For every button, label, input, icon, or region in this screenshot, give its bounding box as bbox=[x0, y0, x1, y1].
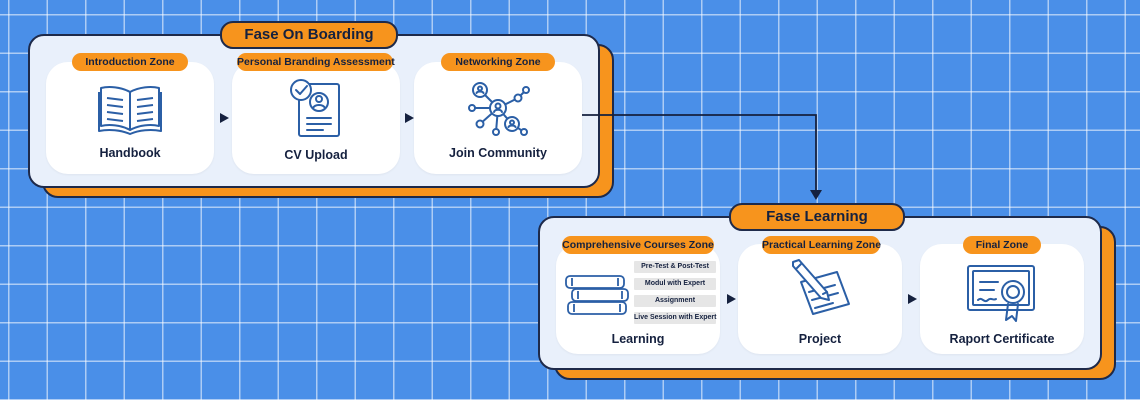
zone-card-final[interactable]: Raport Certificate bbox=[920, 244, 1084, 354]
onboarding-phase-title: Fase On Boarding bbox=[220, 21, 398, 49]
zone-tag-introduction: Introduction Zone bbox=[72, 53, 188, 71]
zone-label-project: Project bbox=[798, 332, 842, 346]
zone-label-handbook: Handbook bbox=[99, 146, 161, 160]
zone-card-personal-branding[interactable]: CV Upload bbox=[232, 62, 400, 174]
course-item-pre-post-test: Pre-Test & Post-Test bbox=[634, 261, 716, 273]
book-icon bbox=[98, 86, 162, 135]
course-item-live-session: Live Session with Expert bbox=[634, 312, 716, 324]
zone-card-networking[interactable]: Join Community bbox=[414, 62, 582, 174]
zone-tag-practical-learning: Practical Learning Zone bbox=[762, 236, 881, 254]
zone-card-introduction[interactable]: Handbook bbox=[46, 62, 214, 174]
zone-tag-comprehensive-courses: Comprehensive Courses Zone bbox=[562, 236, 714, 254]
zone-tag-final: Final Zone bbox=[963, 236, 1041, 254]
course-item-assignment: Assignment bbox=[634, 295, 716, 307]
flow-arrow-2 bbox=[405, 113, 414, 123]
zone-label-learning: Learning bbox=[611, 332, 665, 346]
cv-icon bbox=[290, 79, 340, 137]
zone-tag-networking: Networking Zone bbox=[441, 53, 555, 71]
learning-phase-title: Fase Learning bbox=[729, 203, 905, 231]
flow-arrow-3 bbox=[727, 294, 736, 304]
pencil-paper-icon bbox=[792, 259, 850, 315]
phase-connector-arrow bbox=[582, 114, 822, 200]
zone-card-practical-learning[interactable]: Project bbox=[738, 244, 902, 354]
zone-label-cv-upload: CV Upload bbox=[284, 148, 348, 162]
zone-label-join-community: Join Community bbox=[449, 146, 547, 160]
zone-tag-personal-branding: Personal Branding Assessment bbox=[237, 53, 395, 71]
books-stack-icon bbox=[565, 275, 629, 315]
network-icon bbox=[468, 82, 530, 136]
flow-arrow-4 bbox=[908, 294, 917, 304]
flow-arrow-1 bbox=[220, 113, 229, 123]
course-item-modul-with-expert: Modul with Expert bbox=[634, 278, 716, 290]
zone-label-raport-certificate: Raport Certificate bbox=[949, 332, 1055, 346]
certificate-icon bbox=[967, 265, 1035, 322]
